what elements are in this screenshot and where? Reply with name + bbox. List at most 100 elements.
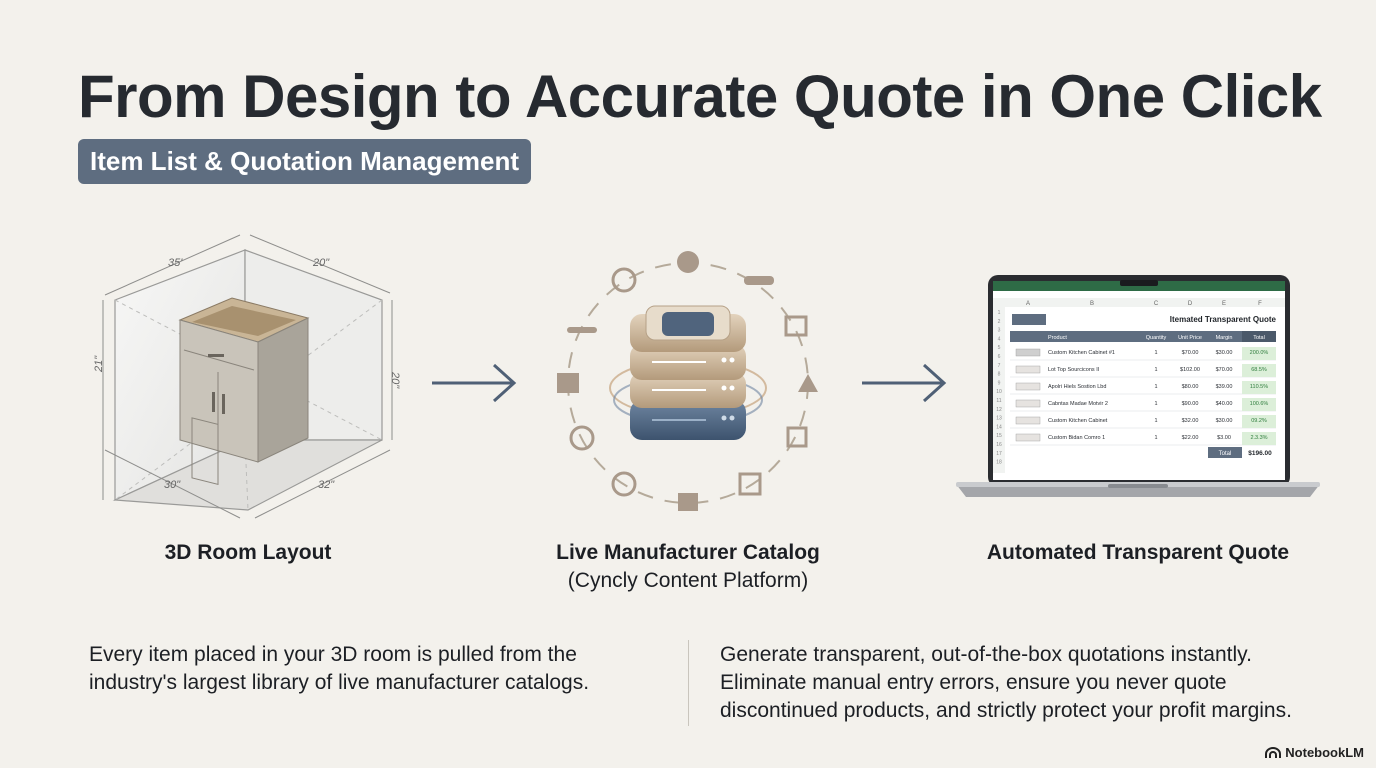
quote-total-cell-bg — [1242, 415, 1276, 428]
sheet-row-number: 6 — [998, 354, 1001, 360]
product-logo-icon — [1015, 382, 1041, 391]
quote-total-value: $196.00 — [1248, 450, 1272, 457]
right-description: Generate transparent, out-of-the-box quo… — [720, 643, 1292, 722]
quote-table-header: Product Quantity Unit Price Margin Total — [1048, 335, 1265, 341]
room-illustration: 35' 20" 21" 20" 30" 32" — [93, 234, 401, 519]
sheet-column-letters: A B C D E F — [1026, 301, 1262, 307]
quote-table-cell: Custom Kitchen Cabinet #1 — [1048, 350, 1115, 356]
quote-table-cell: Apolri Hiels Sostion Lbd — [1048, 384, 1106, 390]
quote-table-cell: 200.0% — [1250, 350, 1269, 356]
quote-total-cell-bg — [1242, 347, 1276, 360]
quote-table-body: Custom Kitchen Cabinet #1 1 $70.00 $30.00 20… — [1010, 347, 1276, 446]
quote-table-cell: $3.00 — [1217, 435, 1231, 441]
catalog-caption: Live Manufacturer Catalog — [556, 541, 820, 564]
quote-table-cell: 100.6% — [1250, 401, 1269, 407]
dim-label: 20" — [312, 257, 330, 269]
quote-table-cell: 110.5% — [1250, 384, 1268, 390]
sheet-row-number: 13 — [996, 416, 1002, 422]
quote-table-cell: $40.00 — [1216, 401, 1233, 407]
sheet-row-number: 1 — [998, 310, 1001, 316]
quote-table-cell: $102.00 — [1180, 367, 1200, 373]
quote-header-cell: Product — [1048, 335, 1067, 341]
quote-table-cell: 68.5% — [1251, 367, 1267, 373]
sheet-row-number: 17 — [996, 451, 1002, 457]
quote-table-cell: 1 — [1154, 384, 1157, 390]
sheet-row-number: 7 — [998, 363, 1001, 369]
product-logo-icon — [1015, 399, 1041, 408]
sheet-row-number: 4 — [998, 336, 1001, 342]
page-title: From Design to Accurate Quote in One Cli… — [78, 63, 1322, 130]
catalog-illustration — [557, 251, 818, 511]
sheet-row-number: 2 — [998, 319, 1001, 325]
section-subtitle-badge: Item List & Quotation Management — [78, 139, 532, 184]
quote-table-cell: $90.00 — [1182, 401, 1199, 407]
room-caption: 3D Room Layout — [164, 541, 332, 564]
dim-label: 20" — [389, 371, 401, 389]
manufacturer-logo-icons — [557, 251, 818, 511]
product-logo-icon — [1015, 365, 1041, 374]
quote-sheet-title: Itemated Transparent Quote — [1170, 315, 1277, 324]
quote-table-cell: 1 — [1154, 435, 1157, 441]
quote-total-label: Total — [1219, 451, 1232, 457]
sheet-row-number: 18 — [996, 460, 1002, 466]
sheet-row-number: 16 — [996, 442, 1002, 448]
quote-caption: Automated Transparent Quote — [986, 541, 1290, 564]
sheet-col-letter: E — [1222, 301, 1226, 307]
sheet-col-letter: A — [1026, 301, 1030, 307]
quote-table-cell: $32.00 — [1182, 418, 1199, 424]
quote-header-cell: Total — [1253, 335, 1265, 341]
sheet-col-letter: B — [1090, 301, 1094, 307]
quote-header-cell: Quantity — [1146, 335, 1167, 341]
quote-table-cell: Custom Kitchen Cabinet — [1048, 418, 1108, 424]
column-divider — [688, 640, 689, 726]
sheet-row-number: 9 — [998, 380, 1001, 386]
quote-total-cell-bg — [1242, 398, 1276, 411]
quote-table-cell: 1 — [1154, 418, 1157, 424]
database-server-icon — [630, 305, 746, 440]
quote-total-cell-bg — [1242, 432, 1276, 445]
quote-table-cell: 1 — [1154, 401, 1157, 407]
product-logo-icon — [1015, 348, 1041, 357]
dim-label: 21" — [93, 355, 105, 373]
sheet-col-letter: F — [1258, 301, 1262, 307]
quote-table-cell: $70.00 — [1216, 367, 1233, 373]
dim-label: 30" — [164, 479, 181, 491]
brand-watermark: NotebookLM — [1265, 745, 1364, 760]
dim-label: 35' — [168, 257, 183, 269]
quote-table-cell: Lot Top Sourcicons II — [1048, 367, 1100, 373]
quote-header-cell: Unit Price — [1178, 335, 1202, 341]
quote-total-cell-bg — [1242, 364, 1276, 377]
quote-table-cell: $30.00 — [1216, 418, 1233, 424]
sheet-row-number: 8 — [998, 372, 1001, 378]
quote-table-cell: 09.2% — [1251, 418, 1267, 424]
quote-table-cell: Custom Bidan Comro 1 — [1048, 435, 1105, 441]
quote-header-cell: Margin — [1216, 335, 1233, 341]
quote-table-cell: Cabntas Madae Motvir 2 — [1048, 401, 1108, 407]
sheet-row-number: 12 — [996, 407, 1002, 413]
sheet-row-number: 11 — [996, 398, 1001, 404]
quote-table-cell: $30.00 — [1216, 350, 1233, 356]
dim-label: 32" — [318, 479, 335, 491]
product-logo-icon — [1015, 416, 1041, 425]
sheet-col-letter: C — [1154, 301, 1159, 307]
sheet-row-number: 3 — [998, 328, 1001, 334]
quote-table-cell: $70.00 — [1182, 350, 1199, 356]
quote-total-cell-bg — [1242, 381, 1276, 394]
cabinet-icon — [178, 297, 310, 485]
sheet-row-number: 14 — [996, 424, 1002, 430]
quote-table-cell: 1 — [1154, 350, 1157, 356]
quote-table-cell: $80.00 — [1182, 384, 1199, 390]
left-description: Every item placed in your 3D room is pul… — [89, 643, 590, 694]
product-logo-icon — [1015, 433, 1041, 442]
sheet-col-letter: D — [1188, 301, 1193, 307]
sheet-row-number: 10 — [996, 389, 1002, 395]
catalog-subcaption: (Cyncly Content Platform) — [567, 569, 809, 592]
arrow-right-icon — [432, 363, 517, 403]
quote-table-cell: $22.00 — [1182, 435, 1199, 441]
brand-name: NotebookLM — [1285, 745, 1364, 760]
sheet-row-number: 15 — [996, 433, 1002, 439]
quote-table-cell: 2.3.3% — [1250, 435, 1267, 441]
quote-table-cell: $39.00 — [1216, 384, 1233, 390]
